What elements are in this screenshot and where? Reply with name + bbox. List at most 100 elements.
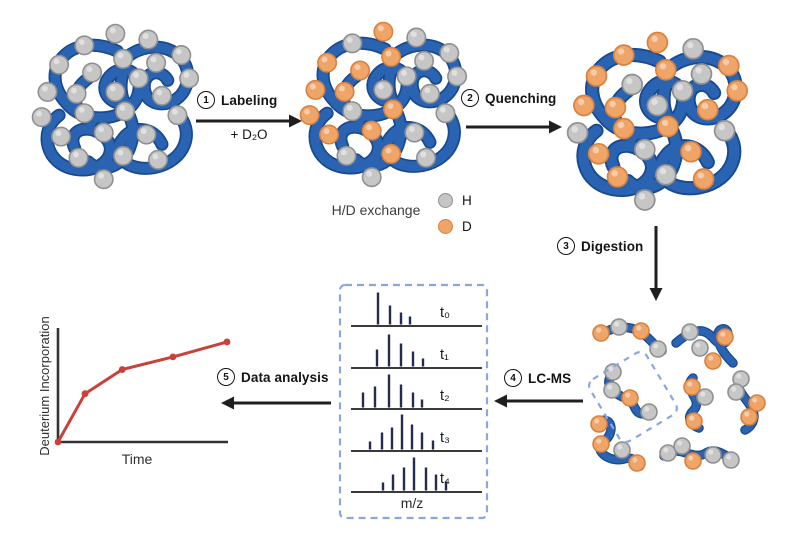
deuterium-bead xyxy=(334,81,355,102)
step-2-label: Quenching xyxy=(485,90,557,106)
hydrogen-bead xyxy=(51,126,72,147)
hydrogen-bead xyxy=(704,446,722,464)
hydrogen-dot-icon xyxy=(438,193,453,208)
spectrum-label-t1: t₁ xyxy=(440,347,449,363)
hydrogen-bead xyxy=(128,68,149,89)
deuterium-bead xyxy=(592,435,610,453)
hydrogen-bead xyxy=(167,105,188,126)
hydrogen-bead xyxy=(646,94,669,117)
hydrogen-bead xyxy=(396,66,417,87)
hydrogen-bead xyxy=(649,340,667,358)
spectrum-label-t4: t₄ xyxy=(440,471,450,487)
step-3-circle-icon: 3 xyxy=(557,237,575,255)
hydrogen-bead xyxy=(416,147,437,168)
deuterium-bead xyxy=(748,394,766,412)
deuterium-bead xyxy=(612,44,635,66)
step-4-circle-icon: 4 xyxy=(504,369,522,387)
deuterium-bead xyxy=(383,99,404,120)
deuterium-bead xyxy=(592,324,610,342)
hydrogen-bead xyxy=(722,451,740,469)
hydrogen-bead xyxy=(640,403,658,421)
hydrogen-bead xyxy=(447,66,468,87)
deuterium-bead xyxy=(381,143,402,164)
hydrogen-bead xyxy=(336,145,357,166)
deuterium-bead xyxy=(381,46,402,67)
uptake-data-point xyxy=(118,366,126,373)
deuterium-bead xyxy=(305,79,326,100)
hydrogen-bead xyxy=(361,167,382,188)
hydrogen-bead xyxy=(610,318,628,336)
hydrogen-bead xyxy=(49,54,70,75)
step-5-label: Data analysis xyxy=(241,369,329,385)
spectrum-label-t2: t₂ xyxy=(440,388,450,404)
hydrogen-bead xyxy=(93,169,114,190)
hydrogen-bead xyxy=(68,147,89,168)
hydrogen-bead xyxy=(373,79,394,100)
hydrogen-bead xyxy=(439,43,460,64)
hydrogen-bead xyxy=(414,50,435,71)
deuterium-bead xyxy=(606,166,629,188)
hydrogen-bead xyxy=(179,68,200,89)
digestion-arrow xyxy=(649,226,663,301)
hydrogen-bead xyxy=(671,79,694,102)
hydrogen-bead xyxy=(419,83,440,104)
hydrogen-bead xyxy=(654,163,677,186)
hydrogen-bead xyxy=(404,122,425,143)
hydrogen-bead xyxy=(659,444,677,462)
d2o-note: + D₂O xyxy=(230,127,268,142)
hydrogen-bead xyxy=(113,48,134,69)
hydrogen-bead xyxy=(136,124,157,145)
legend-d-label: D xyxy=(462,219,472,234)
deuterium-dot-icon xyxy=(438,219,453,234)
legend-h-label: H xyxy=(462,193,472,208)
deuterium-bead xyxy=(716,328,734,346)
spectrum-t₂ xyxy=(351,374,482,410)
peptide-fragment-5 xyxy=(727,370,766,435)
uptake-data-point xyxy=(169,353,177,361)
deuterium-bead xyxy=(299,105,320,126)
hydrogen-bead xyxy=(113,145,134,166)
deuterium-bead xyxy=(632,322,650,340)
hydrogen-bead xyxy=(74,35,95,56)
hydrogen-bead xyxy=(31,107,52,128)
hydrogen-bead xyxy=(138,29,159,50)
hd-exchange-caption: H/D exchange xyxy=(331,202,421,218)
spectrum-t₀ xyxy=(351,292,482,327)
spectrum-label-t0: t₀ xyxy=(440,305,451,321)
quenching-arrow xyxy=(466,120,562,134)
deuterium-bead xyxy=(373,21,394,42)
hydrogen-bead xyxy=(691,339,709,357)
deuterium-bead xyxy=(704,352,722,370)
hydrogen-bead xyxy=(727,383,745,401)
uptake-y-axis-label: Deuterium Incorporation xyxy=(37,316,52,456)
hydrogen-bead xyxy=(105,23,126,44)
lc-ms-arrow xyxy=(494,394,583,408)
spectrum-t₃ xyxy=(351,414,482,452)
deuterium-bead xyxy=(319,124,340,145)
hydrogen-bead xyxy=(37,81,58,102)
mz-axis-label: m/z xyxy=(400,495,424,511)
spectrum-t₄ xyxy=(351,457,482,493)
selected-peptide-highlight-box xyxy=(588,351,678,443)
peptide-fragment-4 xyxy=(683,373,714,433)
quenched-protein-illustration xyxy=(566,31,749,211)
mass-spectra-panel xyxy=(338,283,489,520)
hydrogen-bead xyxy=(682,37,704,60)
hydrogen-bead xyxy=(673,437,691,455)
hydrogen-bead xyxy=(633,138,656,161)
hydrogen-bead xyxy=(74,103,95,124)
peptide-fragment-7 xyxy=(659,437,740,470)
hydrogen-bead xyxy=(148,149,169,170)
hydrogen-bead xyxy=(603,381,621,399)
deuterium-bead xyxy=(317,52,338,73)
hydrogen-bead xyxy=(66,83,87,104)
deuterium-bead xyxy=(361,120,382,141)
hydrogen-bead xyxy=(566,121,589,144)
hydrogen-bead xyxy=(713,119,736,142)
deuterium-bead xyxy=(657,115,679,138)
data-analysis-arrow xyxy=(221,396,331,410)
hydrogen-bead xyxy=(105,81,126,102)
deuterium-bead xyxy=(350,60,371,81)
hydrogen-bead xyxy=(681,323,699,341)
hydrogen-bead xyxy=(696,388,714,406)
